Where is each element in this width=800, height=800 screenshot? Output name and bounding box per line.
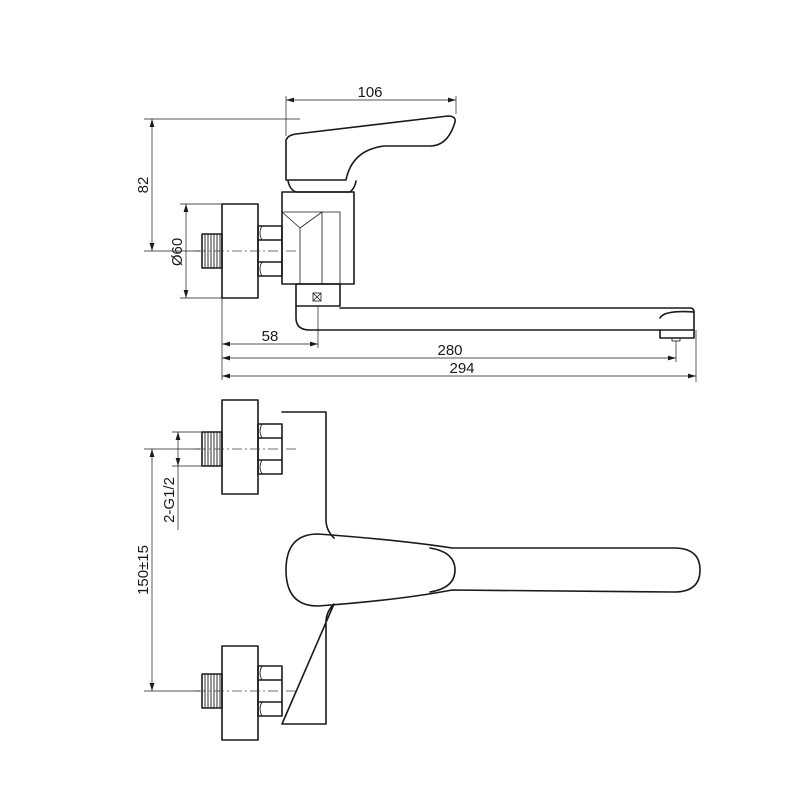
- dim-center-distance: 150±15: [135, 545, 152, 595]
- dim-height: 82: [135, 177, 152, 194]
- bottom-flange: [221, 645, 259, 741]
- dim-overall-length: 294: [449, 360, 474, 377]
- collar-marker: [312, 292, 322, 302]
- top-flange: [221, 399, 259, 495]
- handle-lever: [285, 115, 456, 181]
- spout: [295, 305, 695, 331]
- spout-collar: [295, 283, 341, 307]
- handle-base: [287, 180, 357, 193]
- front-lever-handle: [285, 533, 701, 607]
- spout-aerator: [659, 310, 695, 339]
- front-view: 2-G1/2 150±15: [135, 399, 701, 741]
- dim-offset: 58: [262, 328, 279, 345]
- dim-handle-width: 106: [357, 84, 382, 101]
- valve-body-bevel: [281, 211, 341, 284]
- mixer-body: [281, 411, 335, 725]
- dim-flange-diameter: Ø60: [169, 238, 186, 266]
- front-lever-joint: [429, 547, 456, 593]
- side-view: 106 82 Ø60 58 280 294: [135, 84, 697, 382]
- valve-body: [281, 191, 355, 285]
- dim-thread: 2-G1/2: [161, 477, 178, 523]
- dim-spout-length: 280: [437, 342, 462, 359]
